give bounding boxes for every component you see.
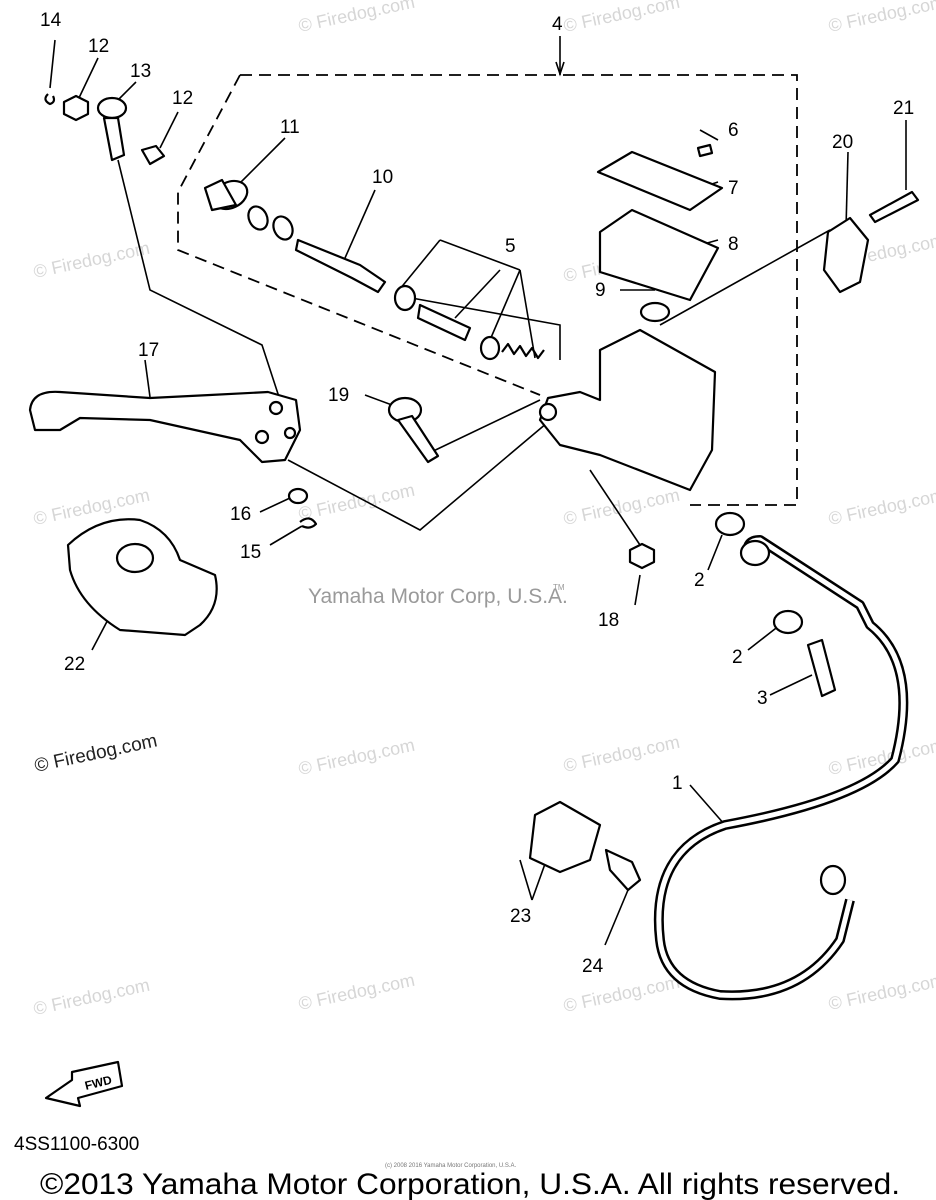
label-24: 24 <box>582 956 604 977</box>
watermark: © Firedog.com <box>32 975 152 1019</box>
washer-part <box>272 215 294 241</box>
watermark: © Firedog.com <box>562 732 682 776</box>
center-watermark: Yamaha Motor Corp, U.S.A. <box>308 585 568 608</box>
label-23: 23 <box>510 906 531 927</box>
master-cylinder-body <box>538 328 717 492</box>
label-12: 12 <box>88 36 109 57</box>
assembly-outline <box>177 36 798 506</box>
push-rod-part <box>294 238 387 294</box>
holder-bolt-part <box>604 848 642 892</box>
label-1: 1 <box>672 773 683 794</box>
label-11: 11 <box>280 117 300 138</box>
watermarks: © Firedog.com © Firedog.com © Firedog.co… <box>32 0 936 1019</box>
watermark: © Firedog.com <box>562 972 682 1016</box>
label-13: 13 <box>130 61 151 82</box>
label-12: 12 <box>172 88 193 109</box>
label-9: 9 <box>595 280 606 301</box>
label-14: 14 <box>40 10 62 31</box>
washer-part <box>287 487 309 505</box>
watermark: © Firedog.com <box>562 0 682 36</box>
label-7: 7 <box>728 178 739 199</box>
label-6: 6 <box>728 120 739 141</box>
clutch-lever-part <box>28 390 302 464</box>
watermark: © Firedog.com <box>297 735 417 779</box>
watermark: © Firedog.com <box>297 0 417 36</box>
holder-bolt-part <box>868 190 920 224</box>
label-17: 17 <box>138 340 159 361</box>
union-bolt-part <box>806 638 837 698</box>
part-labels: 14 12 13 12 11 10 4 5 6 7 8 9 20 21 17 1… <box>40 10 914 977</box>
screw-part <box>696 143 714 158</box>
cup-part <box>479 335 501 361</box>
hose-holder-part <box>528 800 602 874</box>
label-15: 15 <box>240 542 261 563</box>
circlip-part <box>44 93 56 106</box>
nut-part <box>62 94 90 122</box>
label-8: 8 <box>728 234 739 255</box>
copyright-notice: ©2013 Yamaha Motor Corporation, U.S.A. A… <box>40 1168 900 1200</box>
diagram-code: 4SS1100-6300 <box>14 1134 139 1155</box>
circlip-part <box>299 517 318 529</box>
parts: FWD <box>28 93 920 1108</box>
circlip-part <box>247 205 269 231</box>
label-4: 4 <box>552 14 563 35</box>
watermark: © Firedog.com <box>827 0 936 36</box>
watermark: © Firedog.com <box>297 480 417 524</box>
label-16: 16 <box>230 504 251 525</box>
piston-part <box>416 303 472 342</box>
label-10: 10 <box>372 167 393 188</box>
label-18: 18 <box>598 610 619 631</box>
watermark: © Firedog.com <box>827 485 936 529</box>
reservoir-cap-part <box>596 150 724 212</box>
copper-washer-part <box>714 511 746 537</box>
collar-part <box>140 144 166 166</box>
copper-washer-part <box>772 609 804 635</box>
watermark: © Firedog.com <box>297 970 417 1014</box>
nut-part <box>628 542 656 570</box>
diaphragm-plate-part <box>639 301 671 323</box>
watermark: © Firedog.com <box>32 238 152 282</box>
fwd-label: FWD <box>83 1073 113 1093</box>
trademark-mark: TM <box>553 583 565 592</box>
watermark: © Firedog.com <box>827 970 936 1014</box>
label-5: 5 <box>505 236 516 257</box>
label-2: 2 <box>694 570 705 591</box>
label-21: 21 <box>893 98 914 119</box>
watermark-dark: © Firedog.com <box>33 730 160 777</box>
label-20: 20 <box>832 132 853 153</box>
holder-part <box>822 216 870 294</box>
piston-seal-part <box>393 284 417 312</box>
pivot-bolt-part <box>96 96 128 120</box>
fwd-arrow-icon <box>44 1060 124 1108</box>
label-2: 2 <box>732 647 743 668</box>
lever-cover-part <box>66 518 218 637</box>
spring-part <box>501 342 545 360</box>
diaphragm-part <box>598 208 720 302</box>
label-19: 19 <box>328 385 349 406</box>
watermark: © Firedog.com <box>562 485 682 529</box>
label-3: 3 <box>757 688 768 709</box>
fine-print: (c) 2008 2016 Yamaha Motor Corporation, … <box>385 1163 517 1169</box>
label-22: 22 <box>64 654 85 675</box>
